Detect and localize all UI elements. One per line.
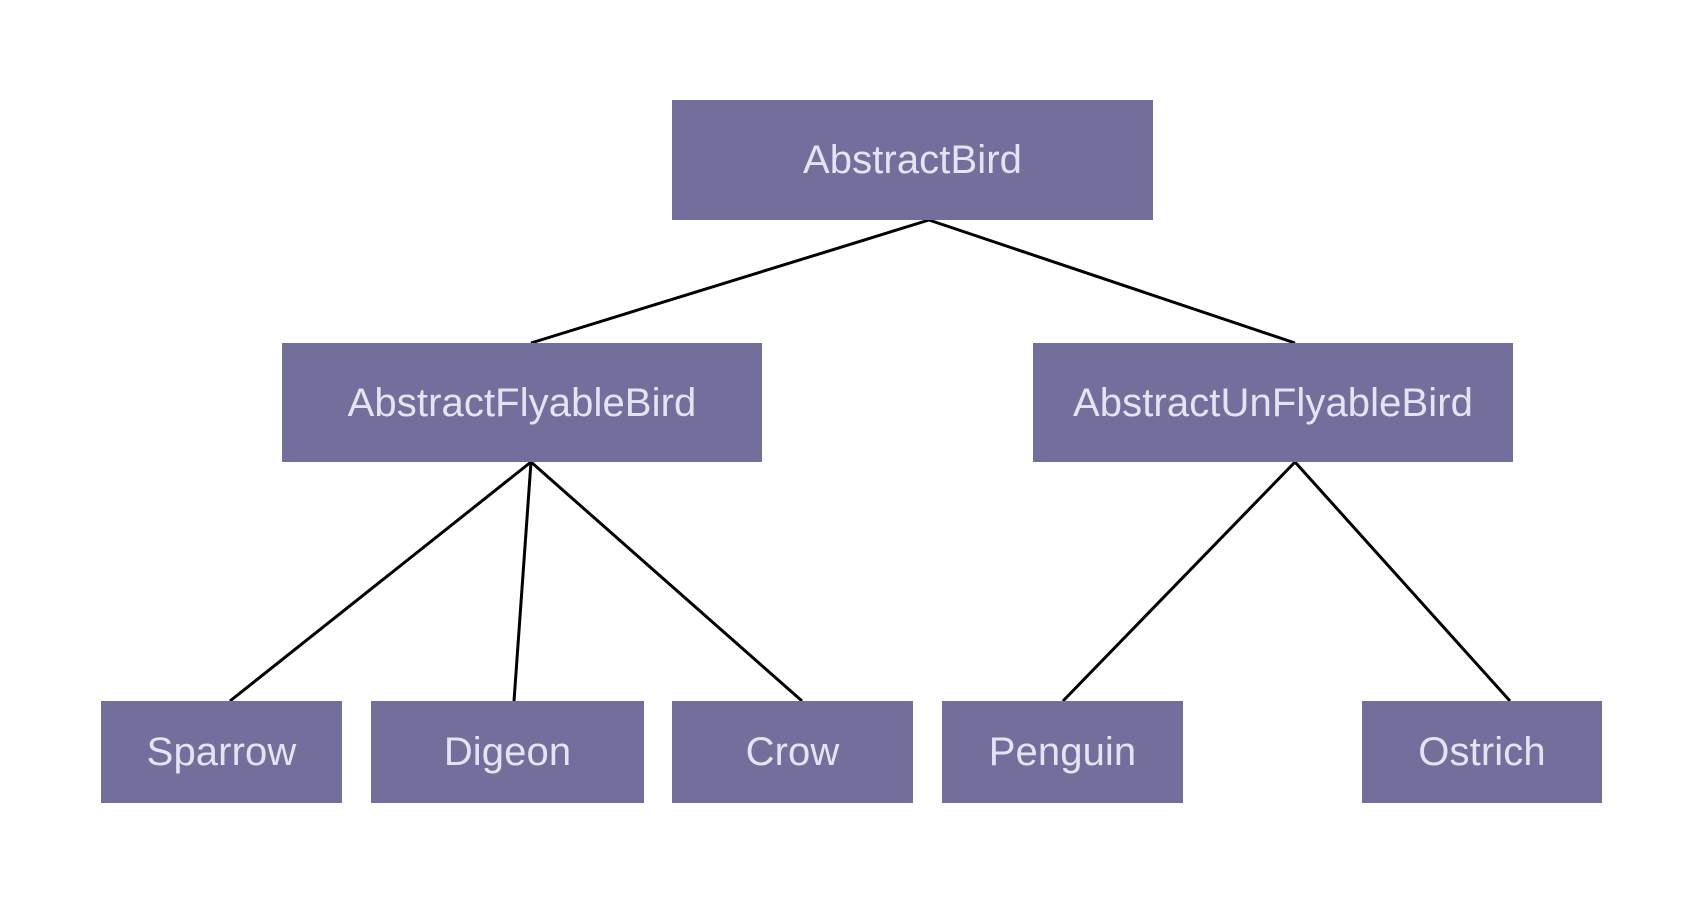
node-label: Sparrow [146,730,297,774]
edge-abstract-flyable-bird-to-sparrow [229,460,532,703]
node-label: Crow [745,730,840,774]
node-label: AbstractUnFlyableBird [1072,380,1474,425]
edge-abstract-flyable-bird-to-digeon [512,461,533,702]
node-abstract-unflyable-bird[interactable]: AbstractUnFlyableBird [1033,343,1513,462]
edge-abstract-bird-to-abstract-flyable-bird [530,218,930,345]
node-label: Digeon [443,730,572,774]
node-abstract-flyable-bird[interactable]: AbstractFlyableBird [282,343,762,462]
node-penguin[interactable]: Penguin [942,701,1183,803]
node-abstract-bird[interactable]: AbstractBird [672,100,1153,220]
node-label: AbstractBird [802,138,1023,182]
node-digeon[interactable]: Digeon [371,701,644,803]
node-label: Ostrich [1418,730,1546,774]
node-crow[interactable]: Crow [672,701,913,803]
node-label: Penguin [988,730,1137,774]
edge-abstract-bird-to-abstract-unflyable-bird [928,218,1296,345]
node-label: AbstractFlyableBird [347,380,697,425]
edge-abstract-flyable-bird-to-crow [530,460,803,703]
edge-abstract-unflyable-bird-to-ostrich [1293,460,1512,703]
node-ostrich[interactable]: Ostrich [1362,701,1602,803]
edge-abstract-unflyable-bird-to-penguin [1061,460,1297,703]
node-sparrow[interactable]: Sparrow [101,701,342,803]
